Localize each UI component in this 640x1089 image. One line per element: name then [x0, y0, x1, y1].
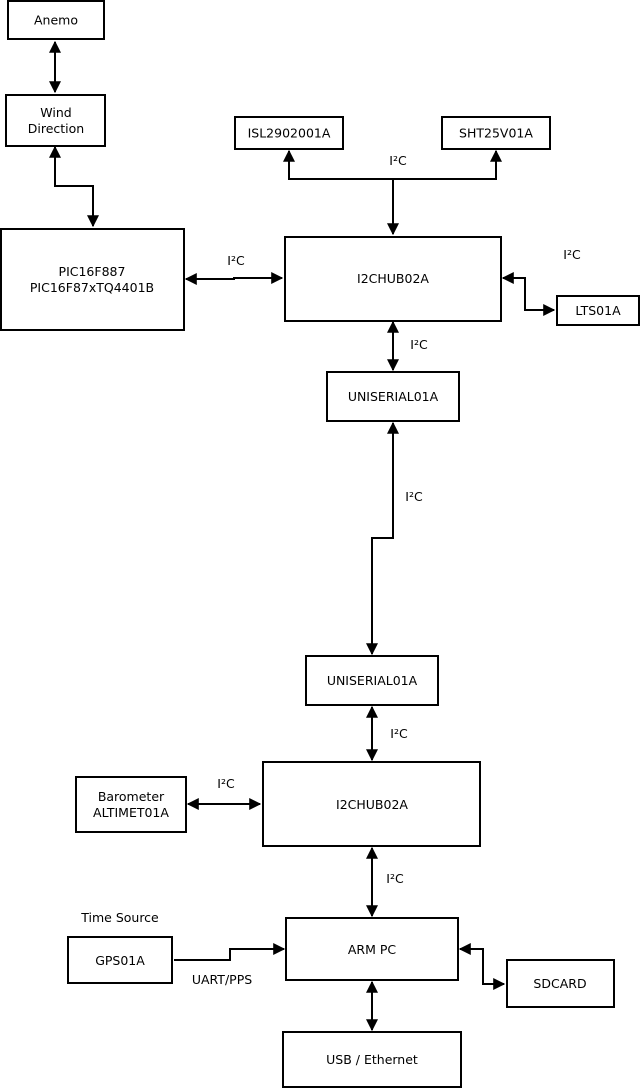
i2chub-top-box: I2CHUB02A [284, 236, 502, 322]
sdcard-label: SDCARD [533, 976, 586, 991]
isl-box: ISL2902001A [234, 116, 344, 150]
anemo-box: Anemo [7, 0, 105, 40]
pic-label-line1: PIC16F887 [59, 264, 126, 279]
uniserial-top-label: UNISERIAL01A [348, 389, 439, 404]
i2c-label-uniserial-hub2: I²C [390, 726, 408, 741]
arm-pc-box: ARM PC [285, 917, 459, 981]
wind-direction-box: Wind Direction [5, 94, 106, 147]
uart-pps-label: UART/PPS [192, 972, 252, 987]
barometer-box: Barometer ALTIMET01A [75, 776, 187, 833]
gps-label: GPS01A [95, 953, 145, 968]
anemo-label: Anemo [34, 13, 78, 28]
i2c-label-pic-hub: I²C [227, 253, 245, 268]
pic-label-line2: PIC16F87xTQ4401B [30, 280, 154, 295]
connector-arm-sdcard [458, 943, 506, 990]
i2c-label-hub2-arm: I²C [386, 871, 404, 886]
i2c-label-hub-uniserial: I²C [410, 337, 428, 352]
sdcard-box: SDCARD [506, 959, 615, 1008]
i2chub-bottom-box: I2CHUB02A [262, 761, 481, 847]
arm-pc-label: ARM PC [348, 942, 397, 957]
usb-ethernet-label: USB / Ethernet [326, 1052, 418, 1067]
connector-wind-pic [49, 145, 99, 228]
lts-box: LTS01A [556, 295, 640, 326]
connector-pic-hub [184, 272, 284, 285]
wind-direction-label-line1: Wind [40, 105, 71, 120]
isl-label: ISL2902001A [248, 126, 331, 141]
i2c-label-barometer: I²C [217, 776, 235, 791]
connector-sht-bus [393, 149, 502, 180]
i2c-label-sensors-hub: I²C [389, 153, 407, 168]
lts-label: LTS01A [575, 303, 621, 318]
connector-isl-bus [283, 149, 393, 180]
uniserial-bottom-box: UNISERIAL01A [305, 655, 439, 706]
connector-hub-lts [501, 272, 556, 316]
i2chub-bottom-label: I2CHUB02A [336, 797, 408, 812]
barometer-label-line2: ALTIMET01A [93, 805, 169, 820]
i2chub-top-label: I2CHUB02A [357, 271, 429, 286]
uniserial-bottom-label: UNISERIAL01A [327, 673, 418, 688]
i2c-label-uniserial-link: I²C [405, 489, 423, 504]
connector-uniserial-link [366, 421, 399, 656]
pic-box: PIC16F887 PIC16F87xTQ4401B [0, 228, 185, 331]
connector-gps-arm [174, 943, 286, 961]
sht-label: SHT25V01A [459, 126, 533, 141]
uniserial-top-box: UNISERIAL01A [326, 371, 460, 422]
time-source-label: Time Source [80, 910, 159, 925]
usb-ethernet-box: USB / Ethernet [282, 1031, 462, 1088]
barometer-label-line1: Barometer [98, 789, 165, 804]
sht-box: SHT25V01A [441, 116, 551, 150]
i2c-label-lts: I²C [563, 247, 581, 262]
wind-direction-label-line2: Direction [28, 121, 84, 136]
gps-box: GPS01A [67, 936, 173, 984]
